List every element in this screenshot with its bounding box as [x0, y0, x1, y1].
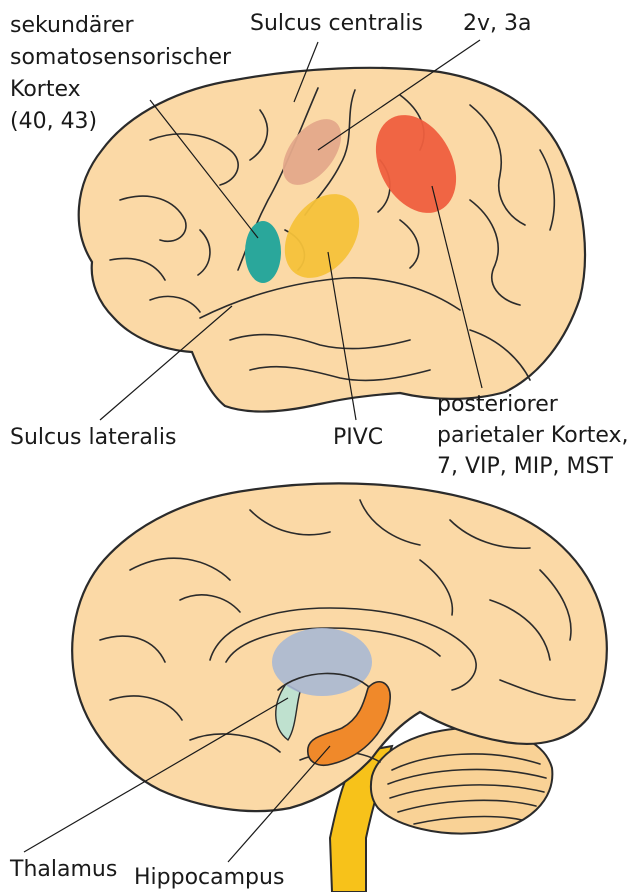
label-line: (40, 43)	[10, 106, 231, 138]
label-hippocampus: Hippocampus	[134, 864, 284, 891]
label-pivc: PIVC	[333, 424, 383, 451]
label-line: 7, VIP, MIP, MST	[437, 451, 629, 482]
medial-brain-view	[24, 483, 607, 892]
label-line: posteriorer	[437, 389, 629, 420]
label-thalamus: Thalamus	[10, 856, 117, 883]
label-sulcus-centralis: Sulcus centralis	[250, 10, 423, 37]
label-line: somatosensorischer	[10, 42, 231, 74]
label-secondary-somatosensory-cortex: sekundärer somatosensorischer Kortex (40…	[10, 10, 231, 138]
thalamus	[272, 628, 372, 696]
label-line: parietaler Kortex,	[437, 420, 629, 451]
area-secondary-somatosensory	[245, 221, 281, 283]
label-line: Kortex	[10, 74, 231, 106]
label-line: sekundärer	[10, 10, 231, 42]
label-sulcus-lateralis: Sulcus lateralis	[10, 424, 176, 451]
label-2v-3a: 2v, 3a	[463, 10, 531, 37]
label-posterior-parietal-cortex: posteriorer parietaler Kortex, 7, VIP, M…	[437, 389, 629, 482]
